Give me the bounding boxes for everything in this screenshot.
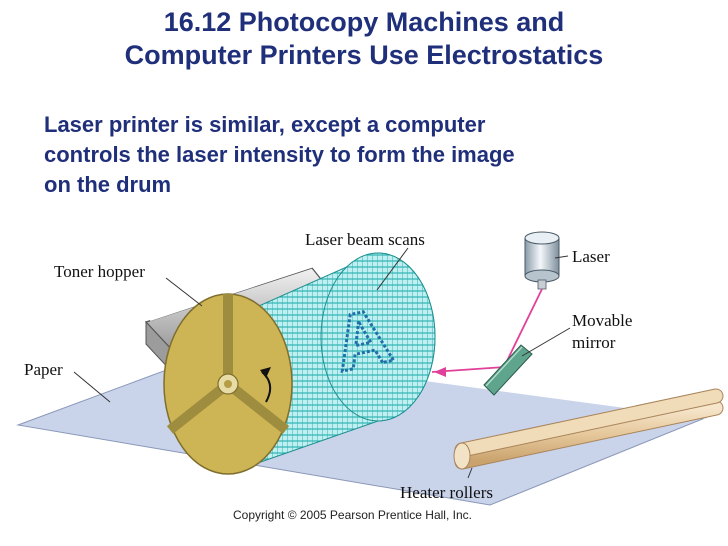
movable-mirror	[483, 344, 533, 396]
laser-beam-down	[504, 288, 543, 366]
leader-laser-beam-scans	[376, 247, 409, 291]
label-mirror: mirror	[572, 333, 616, 352]
title-line-1: 16.12 Photocopy Machines and	[163, 7, 565, 37]
body-line-3: on the drum	[44, 172, 172, 197]
beam-arrowhead-icon	[434, 367, 446, 377]
label-laser-beam-scans: Laser beam scans	[305, 230, 425, 249]
photoconductor-drum: A	[163, 252, 436, 475]
leader-toner-hopper	[165, 277, 203, 307]
label-movable: Movable	[572, 311, 632, 330]
leader-paper	[73, 371, 111, 403]
label-paper: Paper	[24, 360, 63, 379]
label-toner-hopper: Toner hopper	[54, 262, 145, 281]
laser-unit	[524, 231, 560, 290]
slide-title: 16.12 Photocopy Machines and Computer Pr…	[0, 6, 728, 72]
label-laser: Laser	[572, 247, 610, 266]
label-heater-rollers: Heater rollers	[400, 483, 493, 502]
title-line-2: Computer Printers Use Electrostatics	[124, 40, 604, 70]
body-line-2: controls the laser intensity to form the…	[44, 142, 515, 167]
body-line-1: Laser printer is similar, except a compu…	[44, 112, 486, 137]
leader-heater-rollers	[467, 467, 473, 479]
copyright-notice: Copyright © 2005 Pearson Prentice Hall, …	[233, 508, 472, 522]
body-text: Laser printer is similar, except a compu…	[44, 110, 684, 200]
leader-laser	[554, 255, 569, 259]
heater-rollers	[453, 388, 724, 470]
leader-mirror	[521, 327, 571, 357]
